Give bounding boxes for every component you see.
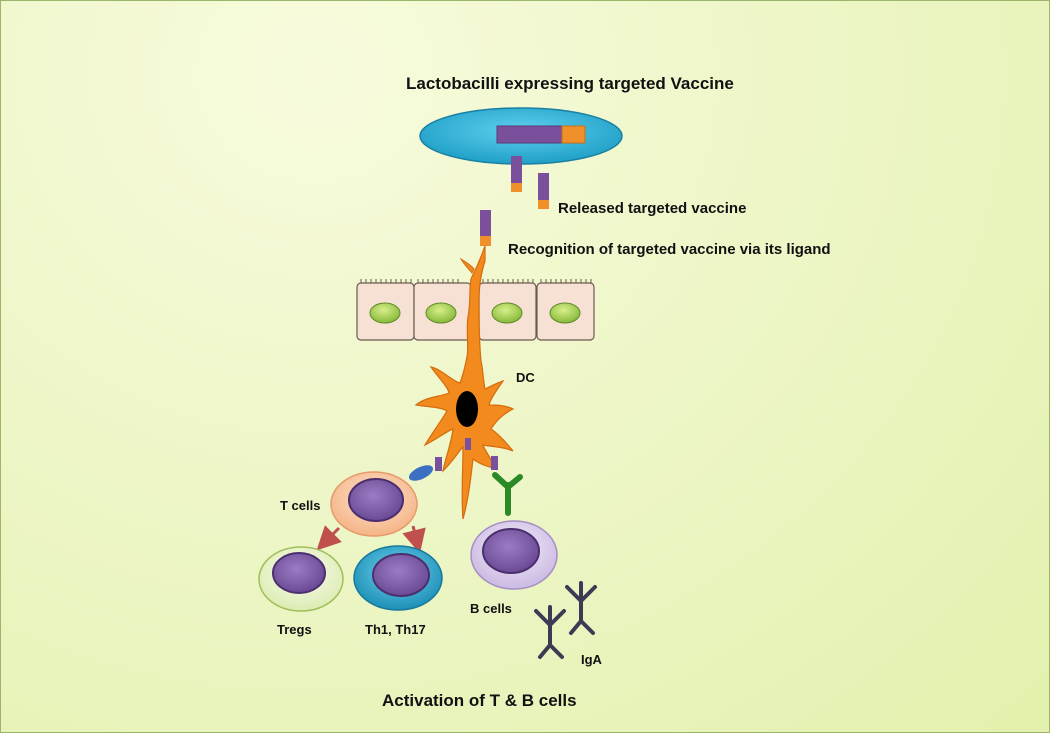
dendritic-cell bbox=[414, 245, 515, 520]
presented-antigen-b bbox=[491, 456, 498, 470]
th-cell bbox=[353, 545, 443, 611]
b-cells-label: B cells bbox=[470, 601, 512, 616]
expressed-vaccine bbox=[496, 125, 586, 144]
diagram-title: Lactobacilli expressing targeted Vaccine bbox=[406, 74, 734, 93]
microvilli bbox=[360, 279, 592, 283]
b-cell bbox=[470, 520, 558, 590]
epithelial-cell bbox=[413, 282, 472, 341]
t-cell-receptor bbox=[408, 465, 434, 481]
iga-antibody bbox=[534, 605, 566, 659]
b-cell-receptor bbox=[492, 472, 523, 516]
epithelial-layer bbox=[356, 279, 595, 341]
lactobacillus bbox=[419, 107, 623, 165]
t-cells-label: T cells bbox=[280, 498, 321, 513]
epithelial-cell bbox=[356, 282, 415, 341]
presented-antigen-t bbox=[435, 457, 442, 471]
th-label: Th1, Th17 bbox=[365, 622, 426, 637]
recognized-vaccine bbox=[480, 210, 491, 246]
recognition-label: Recognition of targeted vaccine via its … bbox=[508, 241, 831, 258]
dc-nucleus bbox=[456, 391, 478, 427]
iga-label: IgA bbox=[581, 652, 602, 667]
th-arrow bbox=[402, 525, 426, 554]
epithelial-cell bbox=[536, 282, 595, 341]
released-vaccine-label: Released targeted vaccine bbox=[558, 200, 747, 217]
t-cell bbox=[330, 471, 418, 537]
released-vaccine-2 bbox=[538, 173, 549, 209]
released-vaccine-1 bbox=[511, 156, 522, 192]
treg-arrow bbox=[316, 525, 342, 551]
epithelial-cell bbox=[478, 282, 537, 341]
footer-caption: Activation of T & B cells bbox=[382, 691, 577, 710]
dc-label: DC bbox=[516, 370, 535, 385]
treg-cell bbox=[258, 546, 344, 612]
tregs-label: Tregs bbox=[277, 622, 312, 637]
iga-antibody bbox=[565, 581, 597, 635]
processed-antigen bbox=[465, 438, 471, 450]
